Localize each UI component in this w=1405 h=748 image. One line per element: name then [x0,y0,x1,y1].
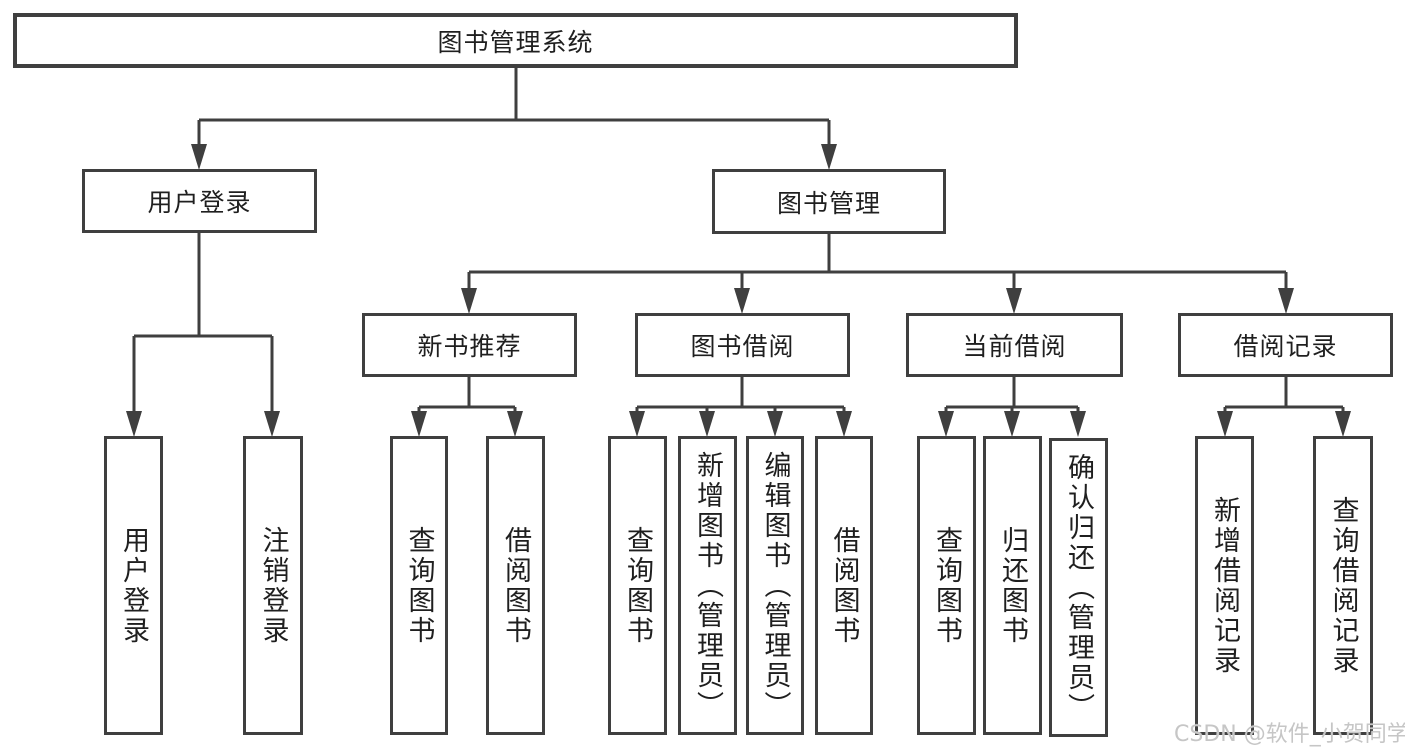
leaf-query-books-borrowing-label: 查询图书 [622,525,653,646]
leaf-return-books-label: 归还图书 [997,525,1028,646]
leaf-query-books-current-label: 查询图书 [931,525,962,646]
leaf-add-borrow-record-label: 新增借阅记录 [1209,495,1240,676]
leaf-borrow-books-recommend: 借阅图书 [486,436,545,735]
node-book-management: 图书管理 [712,169,946,234]
leaf-borrow-books-borrowing: 借阅图书 [815,436,873,735]
leaf-logout-label: 注销登录 [257,525,289,646]
leaf-return-books: 归还图书 [983,436,1042,735]
leaf-confirm-return-admin-label: 确认归还（管理员） [1063,452,1094,723]
node-user-login-branch: 用户登录 [82,169,317,233]
node-borrowing-records: 借阅记录 [1178,313,1393,377]
leaf-borrow-books-borrowing-label: 借阅图书 [828,525,860,646]
leaf-add-book-admin-label: 新增图书（管理员） [692,450,723,721]
leaf-logout: 注销登录 [243,436,303,735]
leaf-query-borrow-record: 查询借阅记录 [1313,436,1373,735]
leaf-confirm-return-admin: 确认归还（管理员） [1049,438,1108,737]
node-book-borrowing: 图书借阅 [635,313,850,377]
leaf-edit-book-admin-label: 编辑图书（管理员） [759,450,791,721]
leaf-query-books-recommend: 查询图书 [390,436,448,735]
node-new-book-recommendation: 新书推荐 [362,313,577,377]
leaf-user-login: 用户登录 [104,436,163,735]
leaf-borrow-books-recommend-label: 借阅图书 [500,525,531,646]
leaf-edit-book-admin: 编辑图书（管理员） [746,436,804,735]
leaf-query-borrow-record-label: 查询借阅记录 [1327,495,1359,676]
watermark: CSDN @软件_小贺同学 [1174,722,1405,747]
leaf-query-books-borrowing: 查询图书 [608,436,667,735]
leaf-user-login-label: 用户登录 [118,525,149,646]
leaf-add-book-admin: 新增图书（管理员） [678,436,737,735]
leaf-add-borrow-record: 新增借阅记录 [1195,436,1254,735]
leaf-query-books-current: 查询图书 [917,436,976,735]
node-current-borrowing: 当前借阅 [906,313,1123,377]
leaf-query-books-recommend-label: 查询图书 [403,525,435,646]
node-library-management-system: 图书管理系统 [13,13,1018,68]
